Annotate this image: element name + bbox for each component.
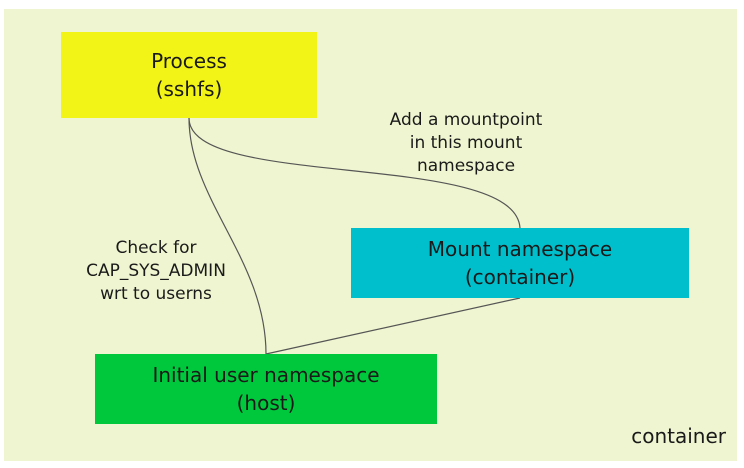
initial-user-namespace-node-title: Initial user namespace xyxy=(152,363,380,387)
process-node-title: Process xyxy=(151,49,227,73)
edge-label-check-capability: Check for CAP_SYS_ADMIN wrt to userns xyxy=(66,237,246,306)
edge-label-check-capability-line3: wrt to userns xyxy=(100,284,212,304)
process-node: Process (sshfs) xyxy=(61,32,317,118)
initial-user-namespace-node: Initial user namespace (host) xyxy=(95,354,437,424)
edge-label-add-mountpoint-line3: namespace xyxy=(416,156,516,176)
edge-label-add-mountpoint-line2: in this mount xyxy=(409,133,523,153)
mount-namespace-node-subtitle: (container) xyxy=(464,265,576,289)
edge-label-add-mountpoint-line1: Add a mountpoint xyxy=(389,110,543,130)
edge-label-check-capability-line2: CAP_SYS_ADMIN xyxy=(86,261,226,281)
mount-namespace-node: Mount namespace (container) xyxy=(351,228,689,298)
mount-namespace-node-title: Mount namespace xyxy=(427,237,613,261)
container-boundary-label: container xyxy=(631,424,726,448)
edge-label-add-mountpoint: Add a mountpoint in this mount namespace xyxy=(376,109,556,178)
edge-label-check-capability-line1: Check for xyxy=(115,238,197,258)
initial-user-namespace-node-subtitle: (host) xyxy=(236,391,296,415)
process-node-subtitle: (sshfs) xyxy=(155,77,223,101)
